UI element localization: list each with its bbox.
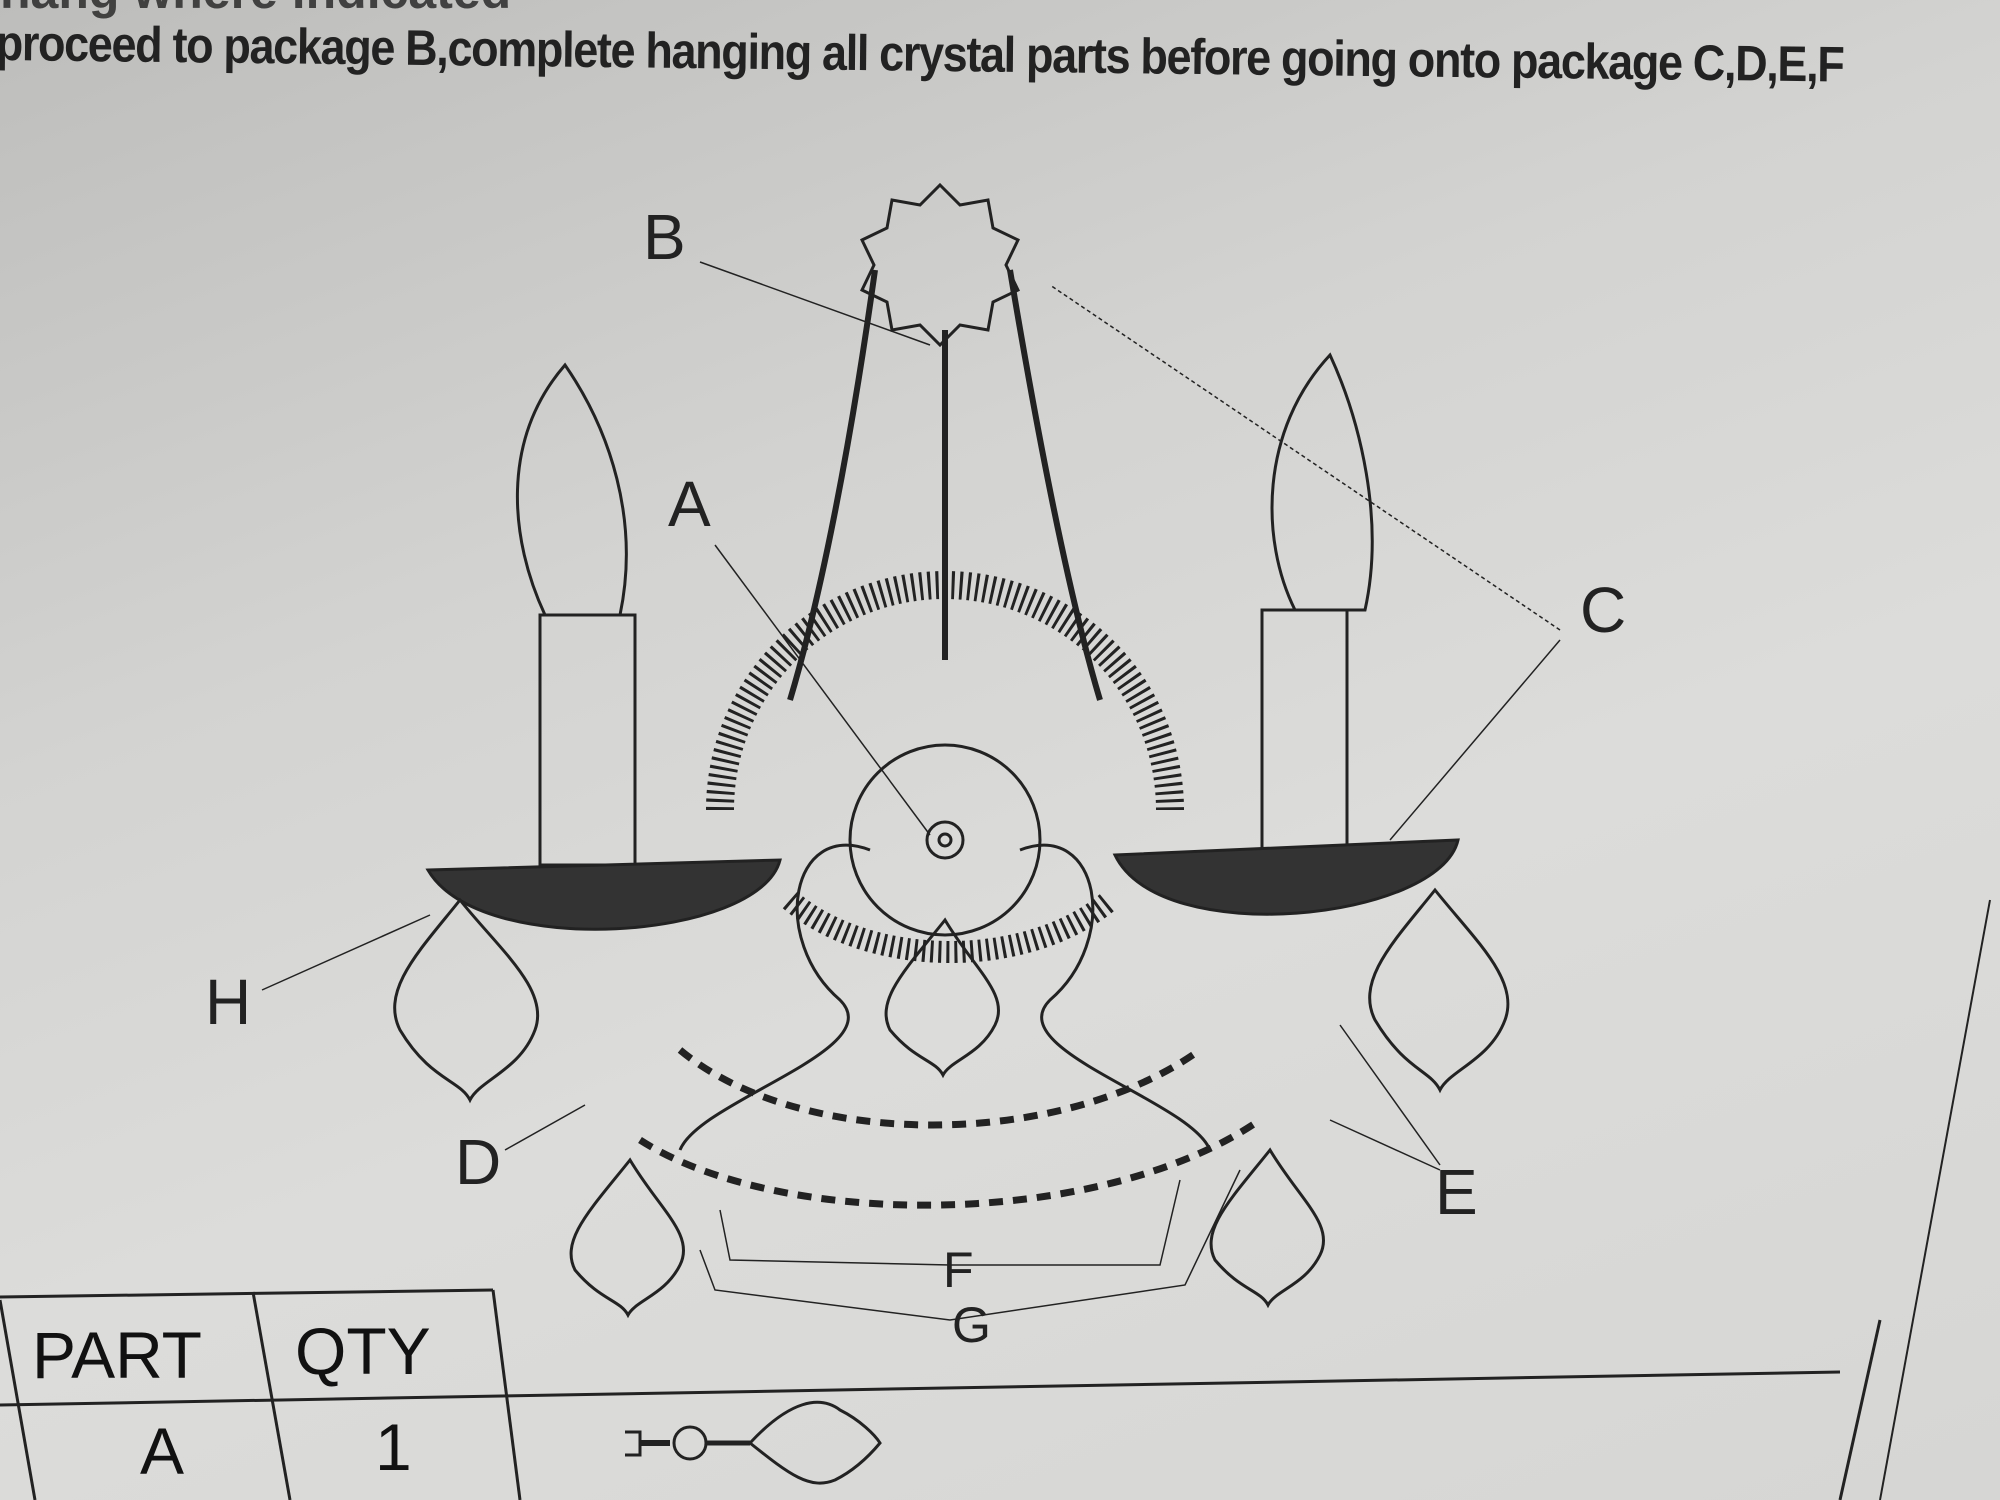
- pendant-center: [884, 917, 1001, 1079]
- label-d: D: [455, 1126, 502, 1198]
- instruction-line-partial: hang where indicated: [0, 0, 511, 20]
- label-a: A: [668, 468, 711, 540]
- leader-h: [261, 914, 431, 991]
- table-header-qty: QTY: [295, 1314, 431, 1388]
- leader-c1: [1049, 284, 1561, 631]
- leader-e2: [1329, 1119, 1441, 1171]
- leader-f: [719, 1179, 1181, 1266]
- candle-sleeve-right: [1260, 608, 1349, 857]
- swag-lower: [638, 1117, 1262, 1209]
- parts-table-grid: [0, 899, 1991, 1500]
- candle-bulb-left: [515, 362, 628, 617]
- pendant-left: [393, 897, 540, 1104]
- bobeche-left: [425, 858, 782, 931]
- chain-left: [787, 269, 878, 701]
- bobeche-right: [1112, 838, 1460, 916]
- chain-right: [1007, 269, 1103, 701]
- candle-bulb-right: [1270, 352, 1374, 612]
- crystal-pendant-icon: [625, 1400, 882, 1485]
- label-c: C: [1580, 574, 1627, 646]
- leader-b: [699, 261, 931, 346]
- label-g: G: [952, 1297, 991, 1353]
- table-cell-qty: 1: [375, 1410, 412, 1484]
- leader-c2: [1389, 639, 1561, 841]
- top-crystal-flower: [859, 182, 1021, 348]
- label-f: F: [943, 1242, 974, 1298]
- label-b: B: [643, 201, 686, 273]
- candle-sleeve-left: [538, 613, 637, 867]
- pendant-low-right: [1209, 1147, 1326, 1309]
- pendant-low-left: [569, 1157, 686, 1319]
- table-header-part: PART: [32, 1318, 202, 1392]
- lower-ring: [782, 891, 1118, 963]
- backplate-arc: [706, 571, 1184, 811]
- pendant-right: [1368, 887, 1510, 1094]
- leader-d: [504, 1104, 586, 1151]
- swag-upper: [677, 1047, 1203, 1129]
- leader-a: [714, 544, 931, 836]
- arm-right: [1019, 843, 1212, 1151]
- label-e: E: [1435, 1156, 1478, 1228]
- leader-g: [699, 1169, 1241, 1321]
- label-h: H: [205, 966, 252, 1038]
- table-cell-part: A: [140, 1414, 185, 1488]
- arm-left: [678, 843, 871, 1151]
- leader-e1: [1339, 1024, 1441, 1166]
